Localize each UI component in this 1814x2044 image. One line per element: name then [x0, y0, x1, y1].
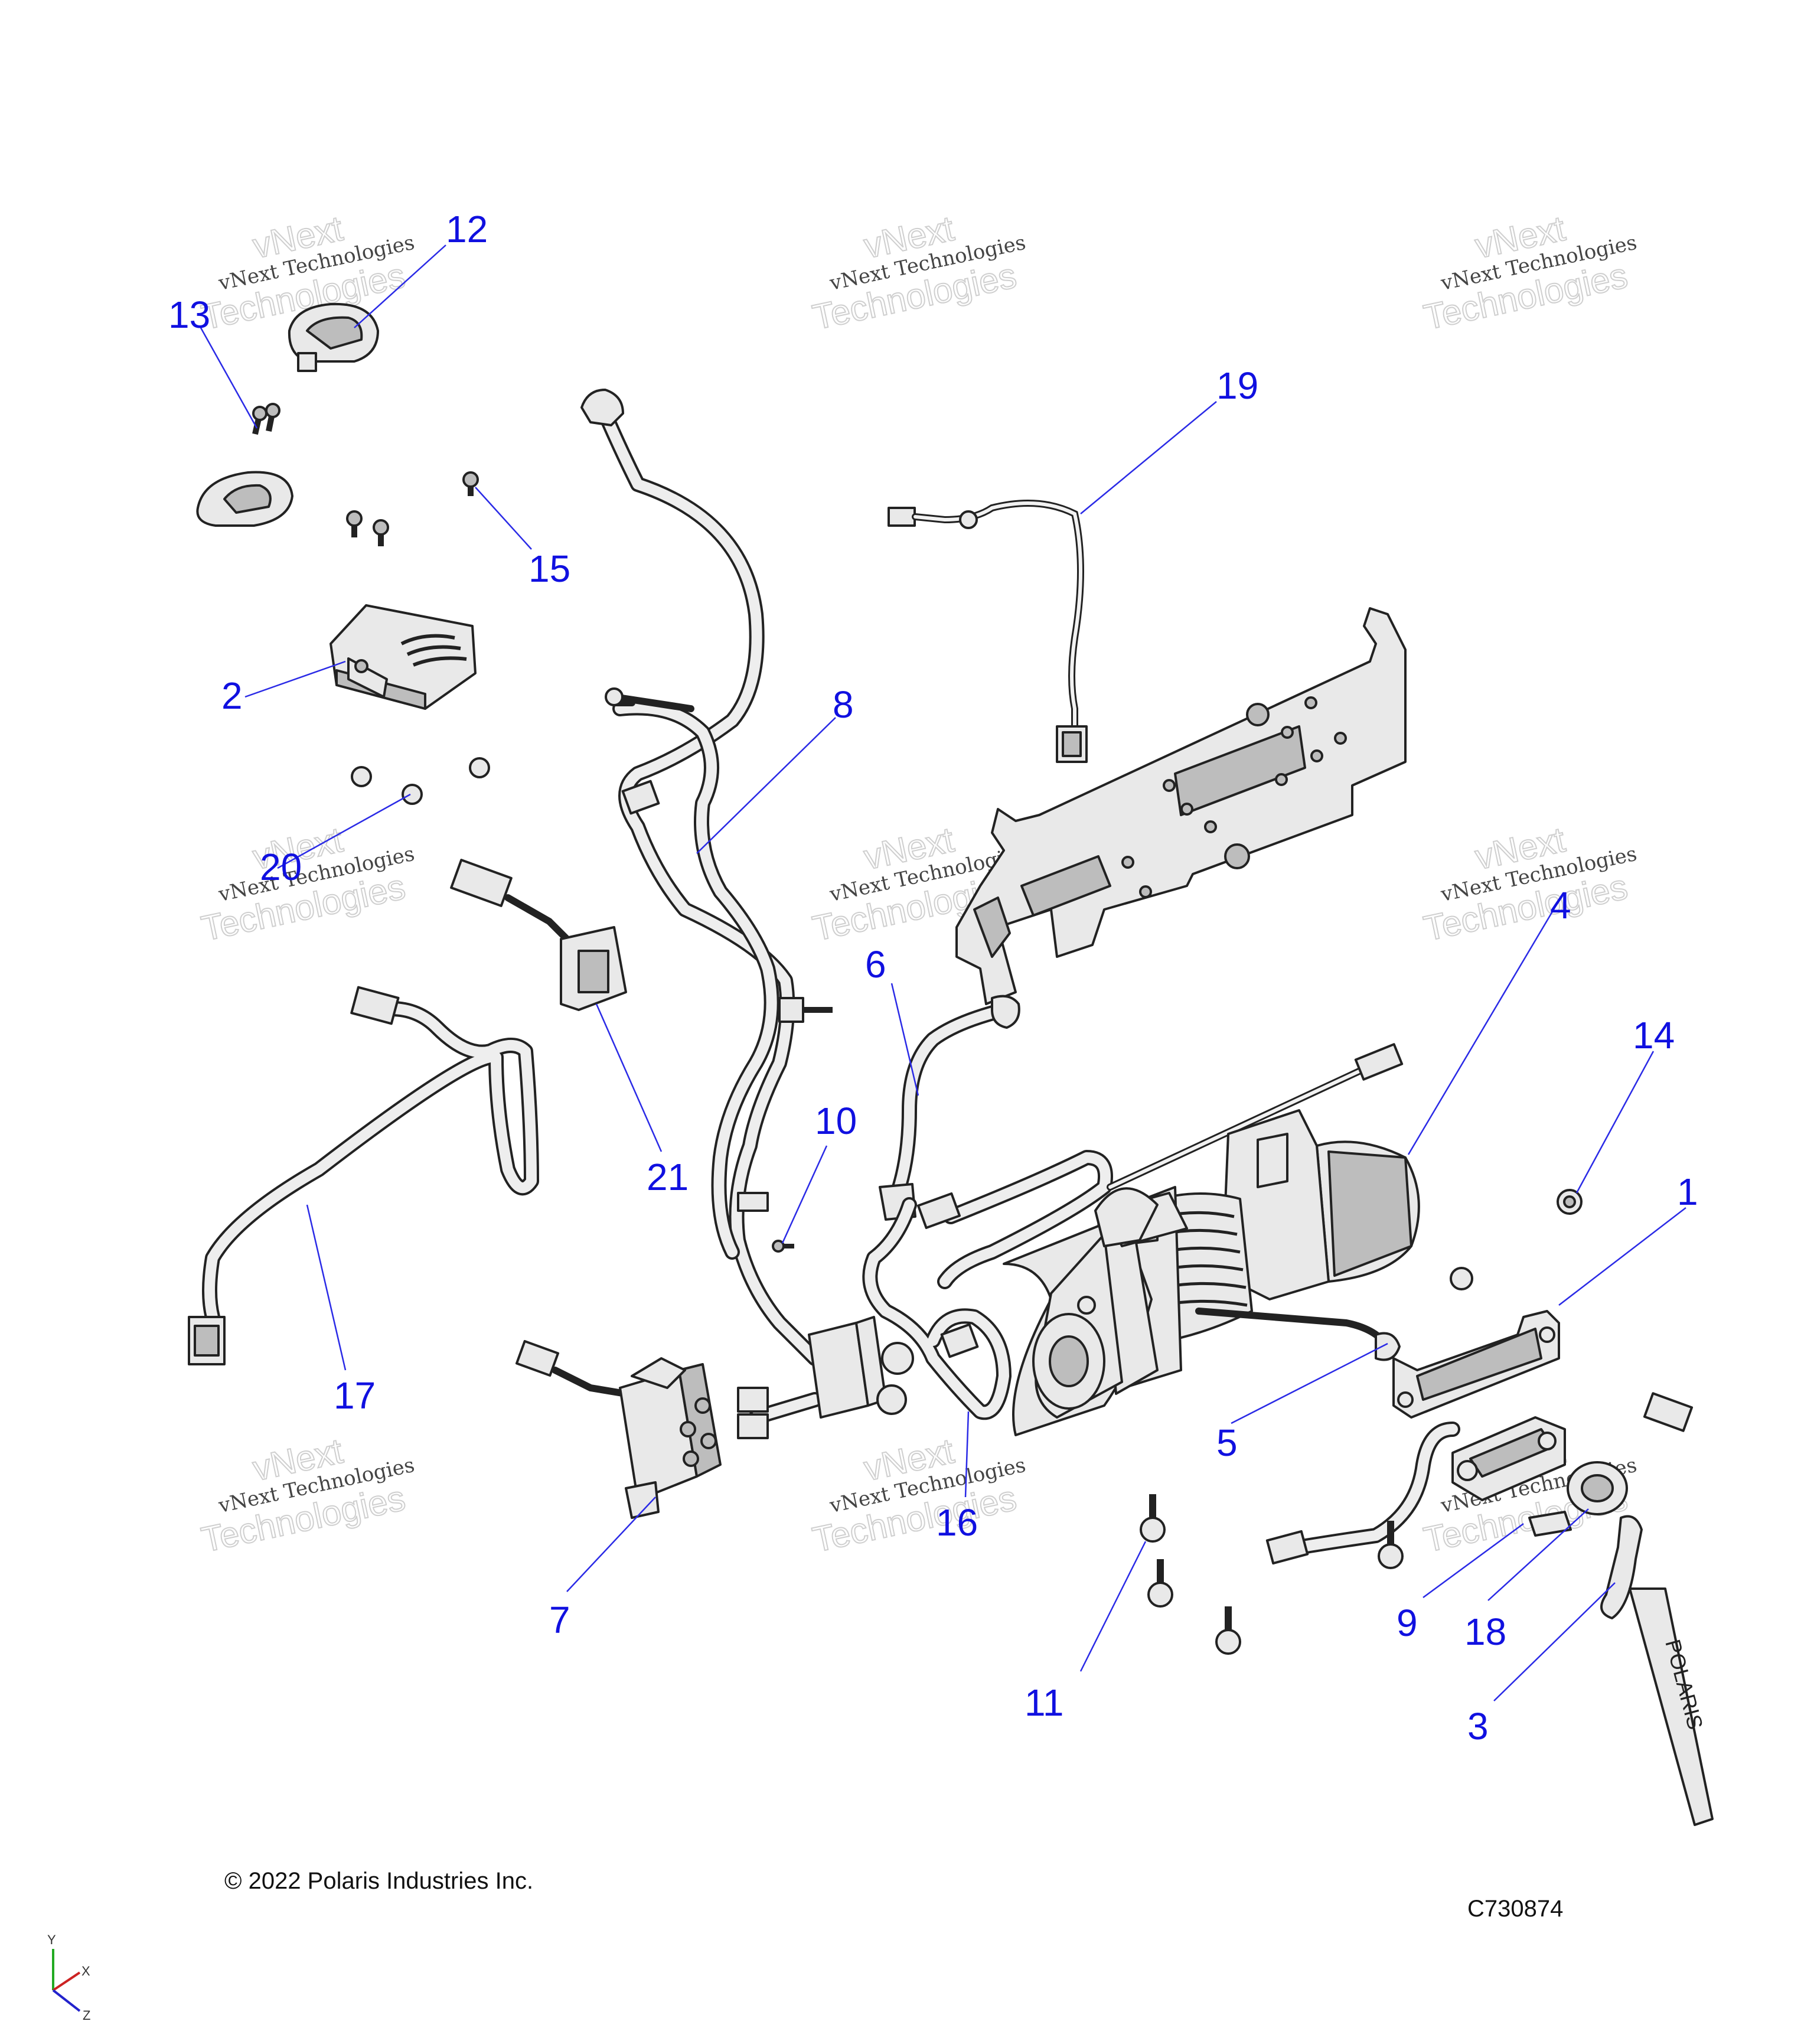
leader-20 — [277, 793, 411, 869]
axis-z-label: Z — [83, 2008, 90, 2023]
watermark: vNext vNext Technologies Technologies — [197, 819, 416, 949]
watermark: vNext vNext Technologies Technologies — [808, 208, 1027, 338]
leader-2 — [244, 660, 346, 698]
part-11-bolts — [1140, 1392, 1694, 1655]
watermark: vNext vNext Technologies Technologies — [197, 1430, 416, 1560]
callout-8: 8 — [833, 683, 854, 726]
leader-7 — [566, 1497, 656, 1592]
callout-6: 6 — [865, 943, 886, 986]
axis-triad: Y X Z — [47, 1932, 90, 2023]
part-12-remote-cover — [288, 302, 379, 372]
callout-21: 21 — [647, 1156, 689, 1198]
callout-20: 20 — [260, 846, 302, 888]
callout-7: 7 — [549, 1599, 570, 1641]
callout-5: 5 — [1216, 1422, 1238, 1464]
callout-12: 12 — [446, 208, 488, 250]
callout-2: 2 — [221, 674, 243, 717]
part-remote-base — [196, 471, 293, 527]
leader-11 — [1079, 1541, 1147, 1672]
watermark-group: vNext vNext Technologies Technologies vN… — [197, 208, 1639, 1560]
leader-12 — [354, 245, 446, 328]
part-1-fairlead-bracket — [1392, 1310, 1560, 1419]
leader-18 — [1487, 1508, 1589, 1601]
part-4-winch-assembly — [1003, 1109, 1420, 1436]
leader-17 — [306, 1204, 347, 1371]
part-7-contactor — [515, 1339, 722, 1519]
watermark: vNext vNext Technologies Technologies — [1420, 819, 1639, 949]
callout-15: 15 — [528, 547, 570, 590]
part-21-rocker-switch — [450, 859, 627, 1011]
leader-1 — [1558, 1207, 1686, 1306]
part-screws-small — [346, 471, 479, 546]
callout-1: 1 — [1677, 1171, 1698, 1213]
callout-numbers: 12 13 15 2 8 19 20 4 6 14 10 21 1 17 5 1… — [168, 208, 1698, 1748]
part-18-hook-stopper — [1528, 1461, 1628, 1537]
part-6-cable — [879, 995, 1020, 1221]
watermark: vNext vNext Technologies Technologies — [808, 1430, 1027, 1560]
part-14-nut — [1450, 1189, 1583, 1290]
part-17-switch-harness — [188, 986, 539, 1365]
part-10-screw — [772, 1240, 794, 1253]
callout-18: 18 — [1464, 1611, 1506, 1653]
part-mounting-plate — [955, 607, 1407, 1005]
callout-17: 17 — [334, 1374, 376, 1417]
part-9-fairlead — [1265, 1416, 1566, 1565]
leader-9 — [1423, 1523, 1524, 1599]
leader-3 — [1493, 1582, 1616, 1701]
part-20-nuts — [351, 757, 490, 805]
leader-16 — [964, 1411, 970, 1498]
callout-3: 3 — [1467, 1705, 1489, 1748]
leader-5 — [1231, 1342, 1388, 1424]
watermark: vNext vNext Technologies Technologies — [1420, 208, 1639, 338]
leader-lines — [200, 245, 1686, 1701]
leader-4 — [1407, 900, 1560, 1155]
part-3-hook-strap: POLARIS — [1600, 1515, 1714, 1826]
figure-id: C730874 — [1467, 1896, 1563, 1922]
part-19-sensor-harness — [888, 500, 1088, 763]
part-2-control-module — [329, 604, 477, 710]
leader-6 — [890, 983, 919, 1096]
leader-14 — [1575, 1051, 1655, 1194]
axis-x-label: X — [81, 1964, 90, 1978]
leader-21 — [595, 1003, 663, 1152]
callout-19: 19 — [1216, 364, 1258, 407]
part-16-winch-harness — [737, 1043, 1404, 1439]
part-13-screws — [252, 403, 280, 435]
part-8-main-harness — [580, 389, 833, 1366]
callout-16: 16 — [936, 1501, 978, 1544]
callout-14: 14 — [1633, 1014, 1675, 1057]
leader-19 — [1080, 401, 1217, 514]
callout-13: 13 — [168, 294, 210, 336]
callout-10: 10 — [815, 1100, 857, 1142]
leader-8 — [696, 717, 836, 854]
copyright-text: © 2022 Polaris Industries Inc. — [224, 1868, 533, 1894]
leader-10 — [781, 1145, 828, 1244]
leader-15 — [475, 487, 532, 550]
leader-13 — [200, 327, 258, 429]
callout-4: 4 — [1550, 884, 1571, 927]
callout-9: 9 — [1397, 1602, 1418, 1644]
callout-11: 11 — [1025, 1681, 1063, 1724]
axis-y-label: Y — [47, 1932, 56, 1947]
